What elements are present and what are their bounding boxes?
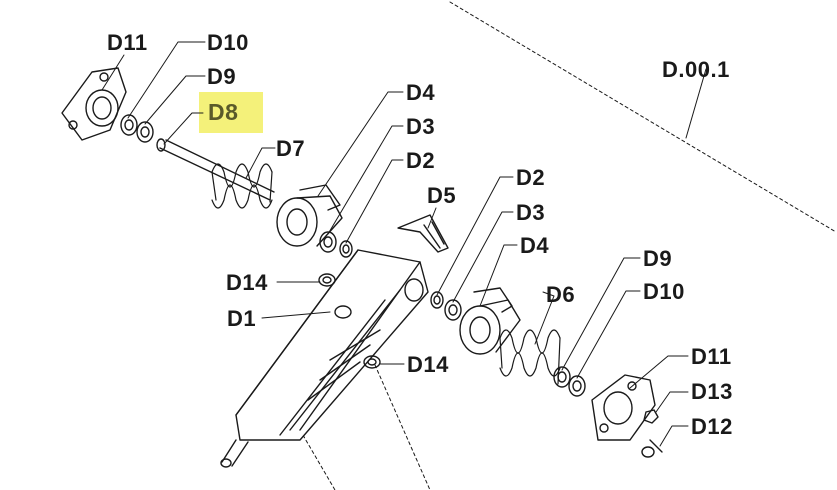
part-d14-upper (318, 273, 336, 287)
dashed-line-d14 (374, 364, 431, 490)
label-d2-right[interactable]: D2 (516, 165, 546, 190)
label-d10-top[interactable]: D10 (207, 30, 249, 55)
label-d10-right[interactable]: D10 (643, 279, 685, 304)
label-d8-highlighted[interactable]: D8 (208, 99, 239, 125)
part-d2-right (430, 291, 444, 309)
part-d11-right (591, 374, 656, 441)
part-d10-left (120, 114, 138, 136)
part-d13-nut (643, 409, 659, 424)
d8-highlight (199, 92, 263, 133)
label-d4-right[interactable]: D4 (520, 233, 550, 258)
dashed-line-d1 (299, 429, 336, 490)
label-d14-upper[interactable]: D14 (226, 270, 268, 295)
part-d6-spring (499, 329, 561, 385)
label-d3-right[interactable]: D3 (516, 200, 546, 225)
label-d2-left[interactable]: D2 (406, 148, 436, 173)
assembly-boundary-line (449, 1, 837, 233)
leader-lines (101, 41, 707, 447)
part-d1-body (220, 249, 429, 468)
label-d1[interactable]: D1 (227, 306, 257, 331)
part-d4-right (459, 287, 521, 355)
label-d7[interactable]: D7 (276, 136, 306, 161)
part-d3-left (319, 231, 337, 253)
label-d11-right[interactable]: D11 (691, 344, 732, 369)
label-d11-top[interactable]: D11 (107, 30, 148, 55)
part-d9-left (136, 121, 154, 143)
part-d5 (397, 214, 449, 253)
label-assembly[interactable]: D.00.1 (662, 57, 730, 82)
label-d12[interactable]: D12 (691, 414, 733, 439)
part-d4-left (276, 184, 343, 247)
label-d9-top[interactable]: D9 (207, 64, 237, 89)
label-d6[interactable]: D6 (546, 282, 576, 307)
label-d13[interactable]: D13 (691, 379, 733, 404)
label-d9-right[interactable]: D9 (643, 246, 673, 271)
label-d4-left[interactable]: D4 (406, 80, 436, 105)
part-d11-left (61, 67, 127, 141)
part-d3-right (444, 299, 462, 321)
label-d3-left[interactable]: D3 (406, 114, 436, 139)
label-d14-lower[interactable]: D14 (407, 352, 449, 377)
part-d2-left (339, 240, 353, 258)
part-d7-spring (211, 163, 273, 209)
part-d9-right (553, 366, 571, 388)
part-d12-screw (641, 439, 663, 458)
part-d10-right (568, 375, 586, 397)
part-d14-lower (363, 355, 381, 369)
part-d8-shaft (156, 138, 275, 201)
label-d5[interactable]: D5 (427, 183, 457, 208)
